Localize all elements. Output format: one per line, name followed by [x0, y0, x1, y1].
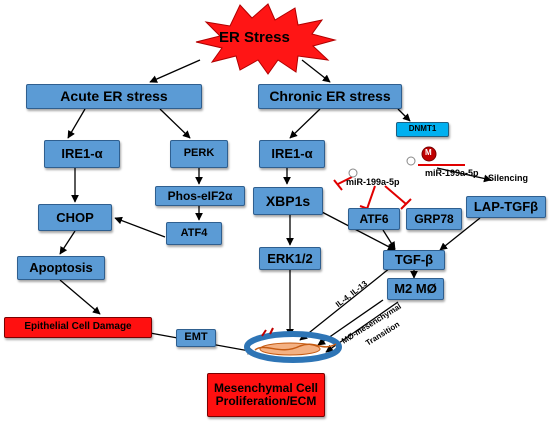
- phos-eif2a-box: Phos-eIF2α: [155, 186, 245, 206]
- acute-ire1-box: IRE1-α: [44, 140, 120, 168]
- mesenchymal-cell-icon: [244, 327, 342, 363]
- er-stress-burst-shape: [195, 3, 337, 75]
- mirna-dot: [348, 168, 358, 178]
- m2-macrophage-box: M2 MØ: [387, 278, 444, 300]
- atf4-box: ATF4: [166, 222, 222, 245]
- methyl-marker-label: M: [425, 148, 432, 157]
- apoptosis-box: Apoptosis: [17, 256, 105, 280]
- mirna-dot: [406, 156, 416, 166]
- xbp1s-box: XBP1s: [253, 187, 323, 215]
- mir-199a-label-top: miR-199a-5p: [425, 168, 479, 178]
- atf6-box: ATF6: [348, 208, 400, 230]
- chop-box: CHOP: [38, 204, 112, 231]
- grp78-box: GRP78: [406, 208, 462, 230]
- chronic-er-stress-box: Chronic ER stress: [258, 84, 402, 109]
- acute-er-stress-box: Acute ER stress: [26, 84, 202, 109]
- mesenchymal-proliferation-box: Mesenchymal Cell Proliferation/ECM: [207, 373, 325, 417]
- dnmt1-box: DNMT1: [396, 122, 449, 137]
- silencing-label: Silencing: [488, 173, 529, 183]
- chronic-ire1-box: IRE1-α: [259, 140, 325, 168]
- tgfb-box: TGF-β: [383, 250, 445, 270]
- mir-199a-label-mid: miR-199a-5p: [346, 177, 400, 187]
- er-stress-label: ER Stress: [219, 29, 290, 46]
- methyl-marker-icon: [421, 146, 437, 162]
- perk-box: PERK: [170, 140, 228, 168]
- emt-box: EMT: [176, 329, 216, 347]
- epithelial-cell-damage-box: Epithelial Cell Damage: [4, 317, 152, 338]
- erk12-box: ERK1/2: [259, 247, 321, 270]
- lap-tgfb-box: LAP-TGFβ: [466, 196, 546, 218]
